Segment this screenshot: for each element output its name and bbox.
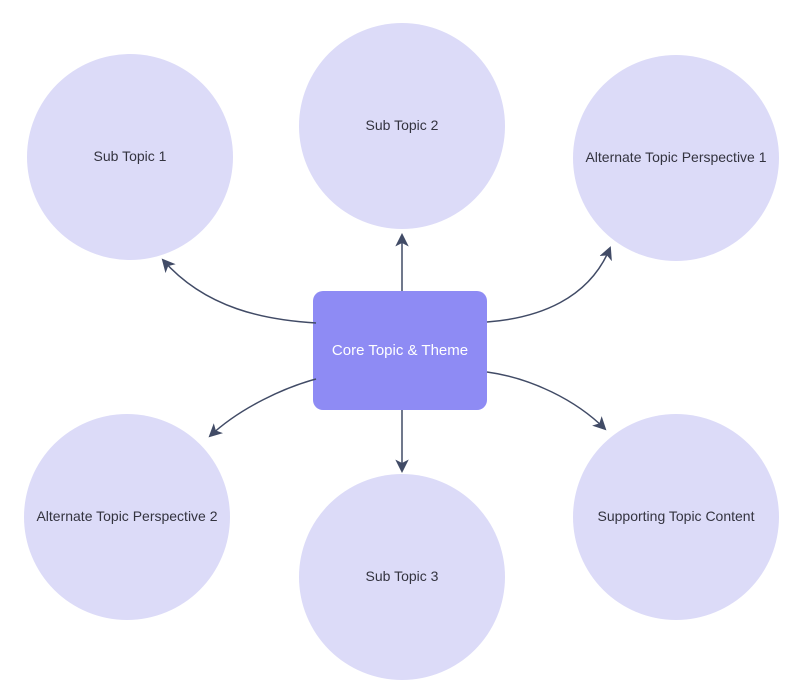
node-label: Core Topic & Theme	[331, 342, 469, 359]
connector-core-to-supporting-topic-content	[486, 371, 607, 431]
connector-core-to-alternate-topic-perspective-2	[208, 378, 317, 438]
node-sub-topic-3[interactable]: Sub Topic 3	[299, 474, 505, 680]
node-label: Sub Topic 2	[365, 117, 439, 134]
node-label: Sub Topic 3	[365, 568, 439, 585]
connector-core-to-alternate-topic-perspective-1	[486, 246, 612, 323]
node-supporting-topic-content[interactable]: Supporting Topic Content	[573, 414, 779, 620]
node-core-topic-theme[interactable]: Core Topic & Theme	[313, 291, 487, 410]
connector-core-to-sub-topic-1	[161, 258, 317, 324]
node-label: Sub Topic 1	[93, 148, 167, 165]
node-sub-topic-1[interactable]: Sub Topic 1	[27, 54, 233, 260]
node-label: Alternate Topic Perspective 2	[36, 508, 218, 525]
node-alternate-topic-perspective-2[interactable]: Alternate Topic Perspective 2	[24, 414, 230, 620]
node-label: Alternate Topic Perspective 1	[585, 149, 767, 166]
node-sub-topic-2[interactable]: Sub Topic 2	[299, 23, 505, 229]
node-label: Supporting Topic Content	[597, 508, 755, 525]
node-alternate-topic-perspective-1[interactable]: Alternate Topic Perspective 1	[573, 55, 779, 261]
